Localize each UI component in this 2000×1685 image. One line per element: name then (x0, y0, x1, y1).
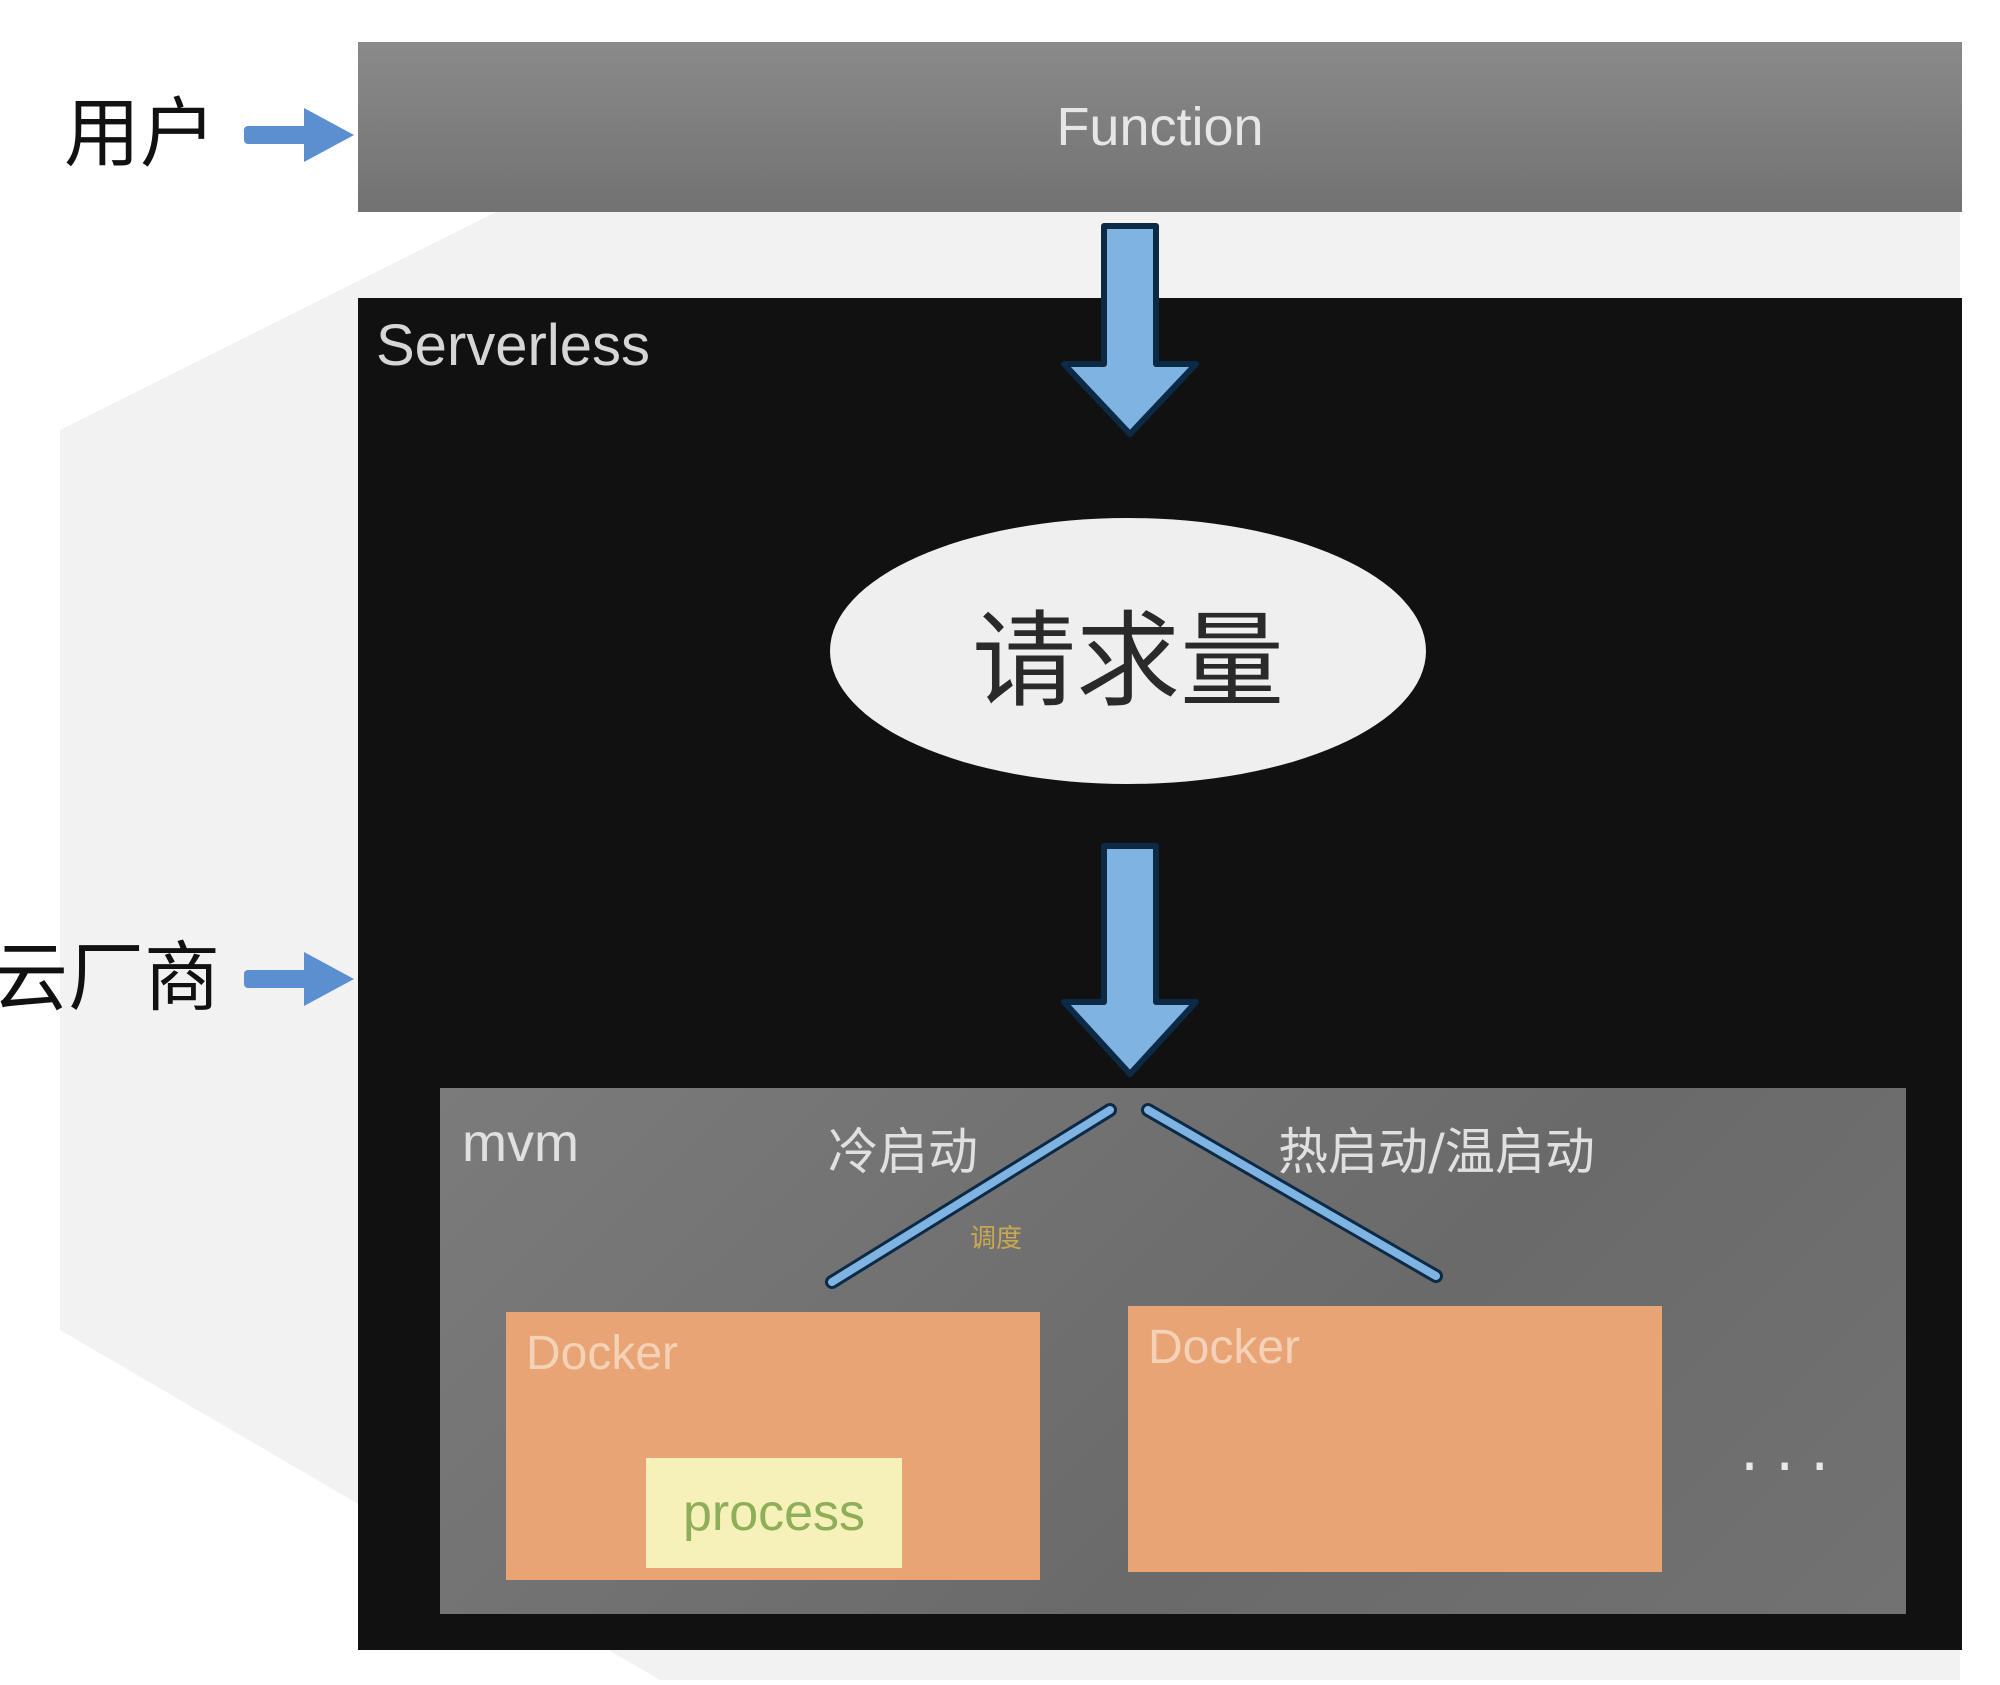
process-box: process (646, 1458, 902, 1568)
cloud-vendor-arrow-icon (244, 952, 354, 1006)
function-bar: Function (358, 42, 1962, 212)
function-label: Function (1056, 97, 1264, 157)
user-label: 用户 (64, 89, 216, 178)
docker-label: Docker (526, 1327, 679, 1380)
docker-label: Docker (1148, 1321, 1301, 1374)
cold-start-label: 冷启动 (828, 1123, 978, 1181)
mvm-title: mvm (462, 1113, 579, 1173)
hot-warm-start-label: 热启动/温启动 (1278, 1123, 1595, 1181)
down-arrow-icon (1061, 223, 1199, 437)
request-volume-label: 请求量 (971, 599, 1284, 722)
schedule-tag: 调度 (970, 1224, 1023, 1254)
cloud-vendor-label: 云厂商 (0, 933, 220, 1022)
docker-box-2: Docker (1128, 1306, 1662, 1572)
request-volume-ellipse: 请求量 (830, 518, 1426, 784)
user-arrow-icon (244, 108, 354, 162)
down-arrow-icon (1061, 843, 1199, 1077)
process-label: process (682, 1484, 866, 1542)
serverless-title: Serverless (376, 313, 650, 378)
more-ellipsis: ... (1740, 1415, 1846, 1485)
